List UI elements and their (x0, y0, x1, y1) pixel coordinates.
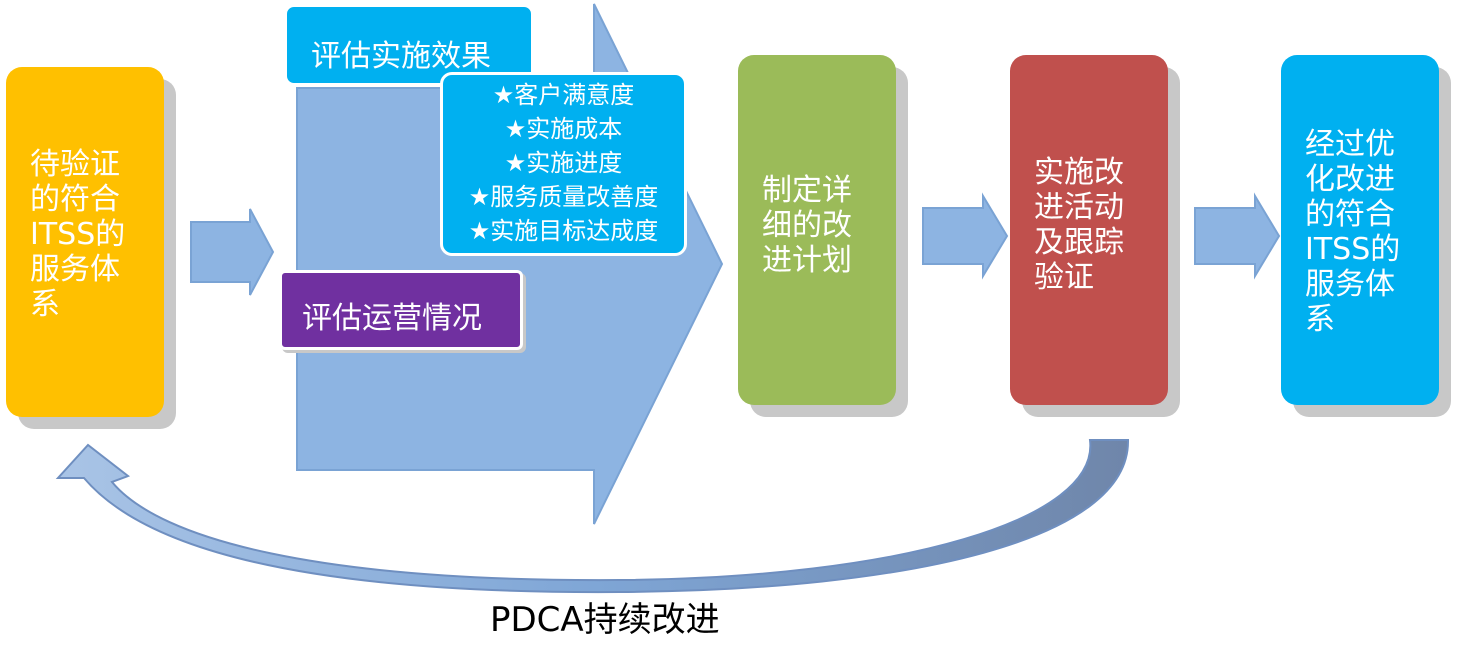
evaluate-effect-text: 评估实施效果 (311, 39, 491, 74)
step-text-line: 及跟踪 (1034, 225, 1124, 260)
step-text-line: 待验证 (30, 147, 120, 182)
connector-arrow-1 (190, 208, 275, 296)
evaluate-operations-text: 评估运营情况 (302, 301, 482, 336)
step-text-line: 的符合 (30, 182, 120, 217)
connector-arrow-2 (922, 192, 1009, 280)
step-box-implement: 实施改 进活动 及跟踪 验证 (1010, 55, 1168, 405)
pdca-cycle-label: PDCA持续改进 (490, 600, 720, 640)
step-text-line: 化改进 (1305, 162, 1395, 197)
step-box-optimized-system: 经过优 化改进 的符合 ITSS的 服务体 系 (1281, 55, 1439, 405)
step-box-plan: 制定详 细的改 进计划 (738, 55, 896, 405)
step-text-line: ITSS的 (30, 217, 126, 252)
step-text-line: 服务体 (1305, 267, 1395, 302)
metric-item: ★客户满意度 (492, 81, 635, 109)
step-text-line: 经过优 (1305, 127, 1395, 162)
step-text-line: 进计划 (762, 243, 852, 278)
metric-item: ★实施进度 (504, 149, 623, 177)
step-text-line: 系 (30, 287, 60, 322)
step-text-line: 服务体 (30, 252, 120, 287)
step-text-line: 验证 (1034, 260, 1094, 295)
step-text-line: 进活动 (1034, 190, 1124, 225)
step-text-line: 的符合 (1305, 197, 1395, 232)
metric-item: ★服务质量改善度 (468, 183, 659, 211)
connector-arrow-3 (1194, 192, 1281, 280)
evaluate-operations-label: 评估运营情况 (279, 270, 523, 350)
pdca-cycle-arrow (55, 439, 1130, 594)
step-text-line: 实施改 (1034, 155, 1124, 190)
metrics-box: ★客户满意度 ★实施成本 ★实施进度 ★服务质量改善度 ★实施目标达成度 (440, 72, 687, 256)
metric-item: ★实施成本 (504, 115, 623, 143)
step-text-line: 细的改 (762, 208, 852, 243)
step-text-line: 制定详 (762, 173, 852, 208)
metric-item: ★实施目标达成度 (468, 217, 659, 245)
step-box-current-system: 待验证 的符合 ITSS的 服务体 系 (6, 67, 164, 417)
step-text-line: ITSS的 (1305, 232, 1401, 267)
step-text-line: 系 (1305, 302, 1335, 337)
